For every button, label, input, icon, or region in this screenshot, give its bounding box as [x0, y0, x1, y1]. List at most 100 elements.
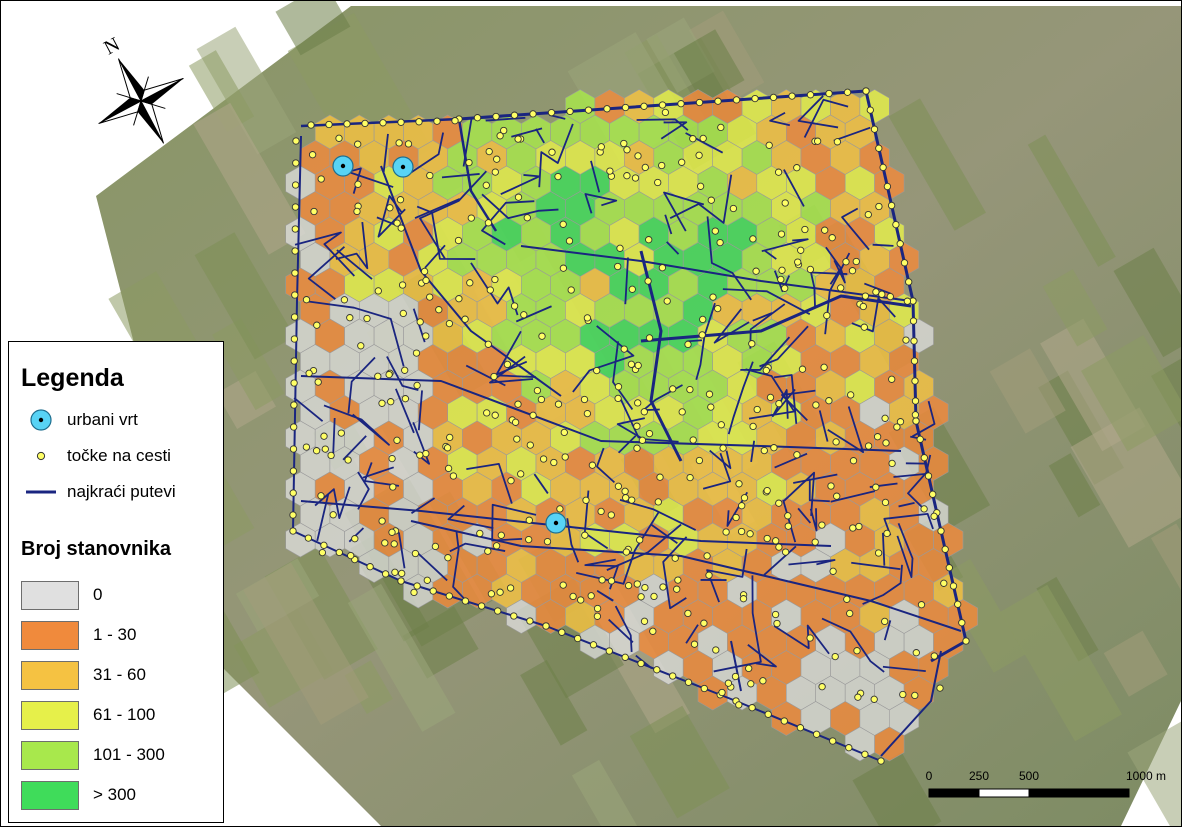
road-point — [772, 537, 780, 545]
road-point — [686, 385, 694, 394]
road-point — [354, 140, 362, 148]
road-point — [525, 535, 533, 544]
road-point — [883, 182, 892, 191]
road-point — [614, 394, 622, 403]
road-point — [703, 552, 711, 560]
road-point — [526, 441, 534, 449]
road-point — [778, 266, 786, 274]
route-segment — [880, 650, 942, 757]
field-patch — [673, 29, 745, 104]
road-point — [542, 622, 550, 630]
road-point — [831, 652, 839, 661]
route-segment — [462, 117, 473, 167]
road-point — [292, 137, 300, 145]
route-segment — [620, 399, 640, 439]
route-segment — [449, 542, 506, 553]
road-point — [466, 279, 474, 287]
class-swatch — [21, 660, 79, 690]
road-point — [958, 619, 966, 627]
road-point — [291, 203, 300, 211]
road-point — [775, 399, 783, 408]
road-point — [603, 105, 611, 113]
urban-gardens-layer[interactable] — [332, 155, 567, 534]
road-point — [623, 172, 631, 180]
road-point — [849, 524, 857, 532]
road-point — [634, 361, 642, 370]
road-point — [559, 220, 567, 228]
road-point — [900, 259, 909, 267]
field-patch — [344, 660, 393, 714]
road-point — [684, 609, 692, 618]
route-segment — [803, 98, 849, 138]
route-segment — [342, 435, 367, 461]
road-point — [335, 548, 343, 557]
route-segment — [485, 116, 526, 122]
road-point — [827, 482, 835, 490]
road-point — [404, 140, 413, 148]
road-point — [388, 454, 396, 463]
road-point — [401, 395, 410, 403]
route-segment — [500, 174, 541, 196]
legend-item-route: najkraći putevi — [21, 478, 176, 506]
road-point — [381, 539, 389, 547]
road-point — [678, 158, 686, 166]
road-point — [864, 442, 873, 450]
route-segment — [808, 478, 830, 503]
road-point — [689, 436, 697, 444]
road-point — [649, 627, 657, 635]
road-point — [567, 286, 575, 294]
urban-garden-marker[interactable] — [332, 155, 354, 177]
legend-class-2: 31 - 60 — [21, 660, 146, 690]
field-patch — [1070, 407, 1181, 548]
road-point — [401, 366, 409, 374]
field-patch — [571, 759, 645, 826]
road-point — [650, 592, 658, 601]
road-point — [312, 447, 321, 455]
road-point — [583, 409, 592, 418]
road-point — [770, 444, 778, 452]
class-swatch — [21, 580, 79, 610]
road-point — [433, 117, 441, 125]
road-point — [344, 456, 352, 464]
road-point — [793, 451, 801, 459]
road-point — [663, 297, 671, 305]
road-point — [911, 377, 919, 385]
road-point — [397, 577, 405, 585]
route-segment — [745, 368, 796, 420]
road-point — [487, 590, 496, 598]
urban-garden-marker[interactable] — [545, 512, 567, 534]
road-point — [291, 291, 299, 299]
road-point — [765, 141, 773, 149]
route-segment — [882, 665, 926, 673]
road-point — [351, 535, 359, 543]
road-point — [290, 313, 299, 321]
road-point — [775, 499, 783, 507]
road-point — [654, 498, 662, 506]
road-point — [513, 435, 521, 443]
road-point — [749, 235, 757, 243]
road-point — [656, 473, 664, 481]
route-segment — [830, 490, 876, 503]
route-segment — [414, 198, 460, 219]
route-segment — [759, 325, 809, 368]
road-point — [845, 744, 853, 752]
road-point — [854, 693, 862, 701]
route-segment — [763, 249, 777, 260]
road-point — [378, 399, 386, 407]
road-point — [559, 264, 568, 272]
route-segment — [357, 471, 370, 510]
road-point — [669, 672, 677, 680]
road-point — [888, 375, 896, 383]
road-point — [347, 551, 355, 560]
route-segment — [300, 375, 902, 452]
route-segment — [316, 493, 330, 542]
north-arrow-icon: N — [98, 33, 184, 144]
route-segment — [596, 447, 615, 484]
urban-garden-marker[interactable] — [392, 156, 414, 178]
road-point — [645, 334, 654, 342]
road-point — [881, 498, 890, 507]
road-point — [589, 641, 598, 649]
road-point — [729, 204, 738, 213]
road-point — [917, 601, 926, 609]
